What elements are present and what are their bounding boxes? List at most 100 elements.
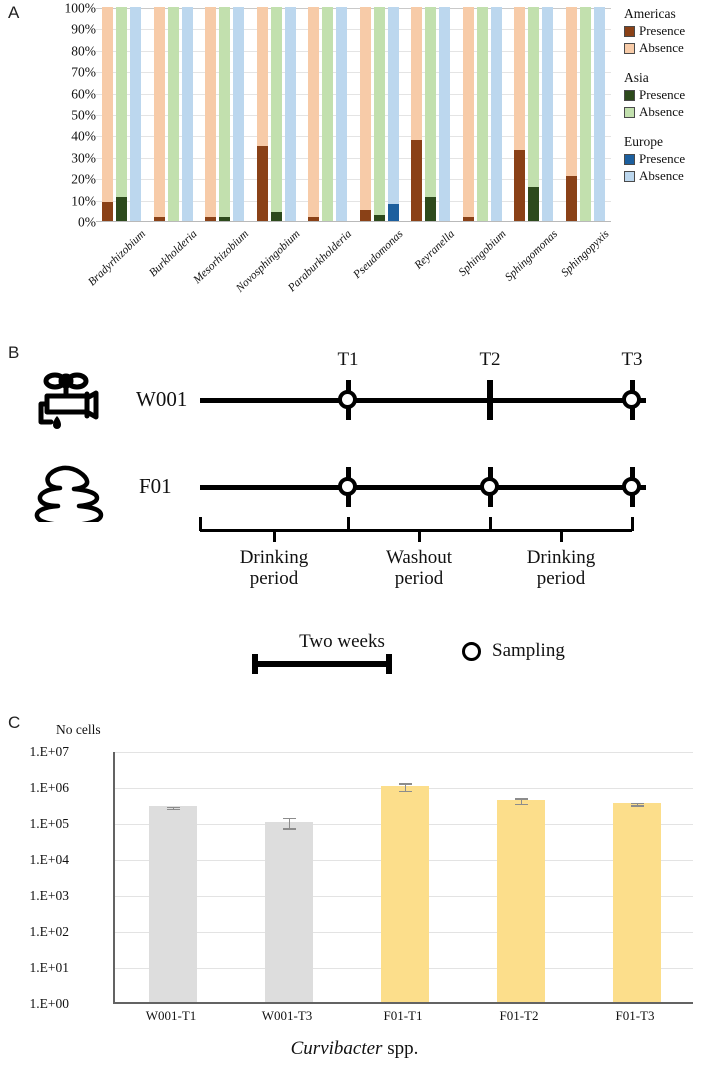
sampling-marker-icon[interactable] [338, 477, 357, 496]
panel-a-bar-absence [387, 7, 399, 204]
panel-a-bar-absence [542, 7, 554, 221]
legend-group-title: Americas [624, 6, 676, 21]
panel-a-y-tick: 90% [71, 21, 96, 37]
panel-a-gridline [96, 29, 611, 31]
panel-a-y-tick: 70% [71, 64, 96, 80]
brace-span [490, 529, 632, 532]
panel-c-y-tick: 1.E+01 [29, 960, 70, 975]
period-label-line2: period [536, 568, 586, 590]
timeline-divider-tick [487, 380, 493, 420]
panel-c-error-bar [630, 802, 644, 807]
legend-label: Absence [639, 168, 684, 183]
panel-c-bar [381, 786, 429, 1002]
brace-end [199, 517, 202, 531]
panel-c-y-tick: 1.E+06 [29, 780, 70, 795]
brace-pointer [418, 531, 421, 542]
error-bar-cap-bottom [630, 805, 644, 807]
panel-a-bar-absence [528, 7, 540, 187]
panel-a-bar-absence [308, 7, 320, 217]
brace-pointer [560, 531, 563, 542]
panel-c-error-bar [398, 783, 412, 793]
legend-label: Presence [639, 87, 686, 102]
panel-c-x-axis-genus: Curvibacter [290, 1038, 383, 1059]
panel-a-bar-absence [373, 7, 385, 215]
panel-a-bar-absence [284, 7, 296, 221]
panel-a-bar-absence [233, 7, 245, 221]
panel-c-y-tick: 1.E+07 [29, 744, 70, 759]
panel-a-bar-presence [462, 216, 474, 221]
sampling-marker-icon[interactable] [480, 477, 499, 496]
panel-a-y-tick: 80% [71, 43, 96, 59]
panel-a-bar-absence [462, 7, 474, 217]
legend-item[interactable]: Absence [624, 104, 709, 120]
sampling-marker-icon[interactable] [622, 390, 641, 409]
timepoint-label-t1: T1 [337, 349, 359, 370]
panel-a-bar-absence [565, 7, 577, 177]
panel-a-bar-absence [336, 7, 348, 221]
panel-a-bar-absence [181, 7, 193, 221]
legend-swatch-icon [624, 153, 635, 165]
period-label-line1: Drinking [526, 547, 596, 568]
panel-a-letter: A [8, 3, 20, 22]
timeline-tick [630, 495, 635, 507]
panel-a-bar-presence [514, 150, 526, 221]
legend-item[interactable]: Absence [624, 168, 709, 184]
legend-swatch-icon [624, 25, 635, 37]
panel-a-bar-absence [439, 7, 451, 221]
sampling-legend-icon [462, 642, 481, 661]
scale-label: Two weeks [299, 631, 385, 652]
panel-c-y-tick: 1.E+02 [29, 924, 70, 939]
panel-a-gridline [96, 179, 611, 181]
timeline-tick [630, 408, 635, 420]
legend-swatch-icon [624, 42, 635, 54]
error-bar-cap-bottom [398, 790, 412, 793]
error-bar-cap-bottom [282, 827, 296, 830]
legend-label: Absence [639, 104, 684, 119]
panel-a-bar-absence [270, 7, 282, 213]
timeline-axis-w001 [200, 398, 646, 403]
sampling-marker-icon[interactable] [338, 390, 357, 409]
panel-a: A 0%10%20%30%40%50%60%70%80%90%100% Brad… [0, 0, 709, 335]
sampling-marker-icon[interactable] [622, 477, 641, 496]
legend-item[interactable]: Absence [624, 40, 709, 56]
brace-end [347, 517, 350, 531]
panel-c-plot-area [113, 752, 693, 1004]
panel-a-bar-presence [116, 197, 128, 221]
error-bar-cap-bottom [514, 803, 528, 806]
legend-item[interactable]: Presence [624, 151, 709, 167]
error-bar-stem [404, 783, 407, 793]
scale-bar [252, 661, 392, 667]
panel-a-plot-area [96, 7, 611, 222]
legend-group-title: Asia [624, 70, 649, 85]
legend-swatch-icon [624, 170, 635, 182]
panel-a-bar-presence [387, 203, 399, 221]
panel-a-bar-absence [411, 7, 423, 140]
period-label-line1: Drinking [239, 547, 309, 568]
timeline-axis-f01 [200, 485, 646, 490]
panel-a-y-tick: 50% [71, 107, 96, 123]
legend-item[interactable]: Presence [624, 87, 709, 103]
panel-a-bar-presence [528, 186, 540, 221]
panel-c-letter: C [8, 713, 21, 732]
panel-a-bar-absence [579, 7, 591, 221]
scale-bar-cap [386, 654, 392, 674]
panel-c-y-tick: 1.E+03 [29, 888, 70, 903]
legend-label: Presence [639, 23, 686, 38]
panel-c: C [0, 700, 709, 1070]
panel-c-x-tick: F01-T1 [383, 1008, 423, 1023]
panel-a-gridline [96, 157, 611, 159]
brace-span [348, 529, 490, 532]
panel-a-gridline [96, 200, 611, 202]
panel-a-bar-absence [514, 7, 526, 151]
legend-item[interactable]: Presence [624, 23, 709, 39]
panel-c-x-tick: W001-T3 [261, 1008, 313, 1023]
panel-a-bar-absence [167, 7, 179, 221]
period-label-line1: Washout [385, 547, 453, 568]
timeline-tick [488, 495, 493, 507]
panel-a-bar-absence [102, 7, 114, 202]
tap-icon [38, 372, 99, 429]
